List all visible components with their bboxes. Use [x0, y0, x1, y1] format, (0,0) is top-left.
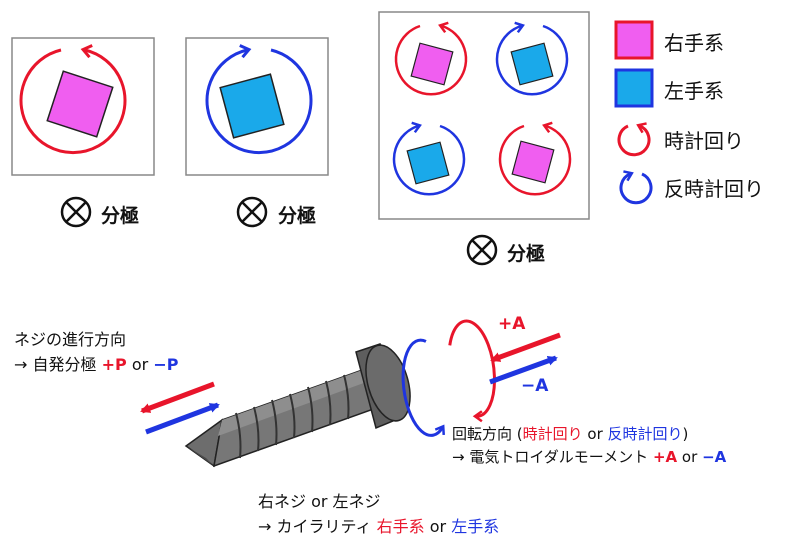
chirality-left: 左手系 — [451, 517, 500, 536]
pink-square — [511, 140, 555, 184]
polarization-line: → 自発分極 +P or −P — [14, 351, 178, 375]
counterclockwise-arrow — [205, 44, 313, 155]
pink-square — [46, 70, 114, 138]
counterclockwise-arrow — [392, 126, 466, 196]
panel-left-handed — [185, 37, 329, 228]
legend — [614, 20, 654, 205]
legend-left-handed: 左手系 — [664, 79, 724, 103]
minus-a-label: −A — [521, 376, 549, 396]
panel-mixed — [378, 11, 590, 266]
arrow-glyph: → — [14, 355, 28, 374]
panel3-label: 分極 — [507, 243, 546, 265]
toroidal-line: → 電気トロイダルモーメント +A or −A — [452, 446, 726, 467]
legend-clockwise-icon — [617, 126, 651, 157]
panel1-label: 分極 — [101, 205, 140, 227]
clockwise-arrow — [394, 26, 468, 96]
screw-head — [365, 344, 411, 422]
pink-square — [410, 42, 454, 86]
screw-illustration — [184, 343, 411, 468]
or-text: or — [429, 517, 447, 536]
rotation-clockwise: 時計回り — [522, 425, 583, 443]
rotation-counterclockwise: 反時計回り — [607, 425, 683, 443]
legend-right-handed: 右手系 — [664, 31, 724, 55]
arrow-glyph: → — [452, 448, 465, 466]
counterclockwise-ellipse-arrow — [401, 338, 443, 437]
screw-threads — [235, 374, 350, 459]
screw-hand-label: 右ネジ or 左ネジ — [258, 492, 381, 511]
minus-p: −P — [153, 355, 179, 374]
panel2-label: 分極 — [278, 205, 317, 227]
minus-a: −A — [702, 448, 727, 466]
minus-a-arrow — [489, 355, 558, 385]
plus-a-arrow — [490, 332, 561, 363]
toroidal-moment: 電気トロイダルモーメント — [469, 448, 649, 466]
or-text: or — [681, 448, 698, 466]
chirality-line: → カイラリティ 右手系 or 左手系 — [258, 513, 499, 537]
chirality: カイラリティ — [276, 517, 372, 536]
legend-counterclockwise: 反時計回り — [664, 177, 764, 201]
paren-close: ) — [682, 425, 689, 443]
plus-a: +A — [652, 448, 678, 466]
legend-cyan-swatch — [614, 68, 654, 108]
otimes-icon — [236, 196, 268, 228]
cyan-square — [219, 73, 285, 139]
arrow-glyph: → — [258, 517, 272, 536]
clockwise-arrow — [498, 126, 572, 196]
legend-clockwise: 時計回り — [664, 129, 744, 153]
clockwise-ellipse-arrow — [448, 319, 496, 419]
chirality-right: 右手系 — [376, 517, 425, 536]
otimes-icon — [60, 196, 92, 228]
counterclockwise-arrow — [495, 26, 569, 96]
or-text: or — [582, 425, 608, 443]
rotation-direction-line: 回転方向 (時計回り or 反時計回り) — [452, 423, 688, 444]
cyan-square — [510, 42, 554, 86]
minus-p-arrow — [145, 402, 220, 435]
cyan-square — [406, 141, 450, 185]
plus-a-label: +A — [498, 314, 526, 334]
legend-counterclockwise-icon — [619, 174, 653, 205]
plus-p-arrow — [140, 381, 215, 414]
spontaneous-polarization: 自発分極 — [32, 355, 97, 374]
legend-pink-swatch — [614, 20, 654, 60]
or-text: or — [131, 355, 149, 374]
rotation-title: 回転方向 ( — [452, 425, 523, 443]
panel-right-handed — [11, 37, 155, 228]
clockwise-arrow — [19, 44, 127, 155]
otimes-icon — [466, 234, 498, 266]
screw-direction-title: ネジの進行方向 — [14, 330, 127, 349]
plus-p: +P — [101, 355, 127, 374]
